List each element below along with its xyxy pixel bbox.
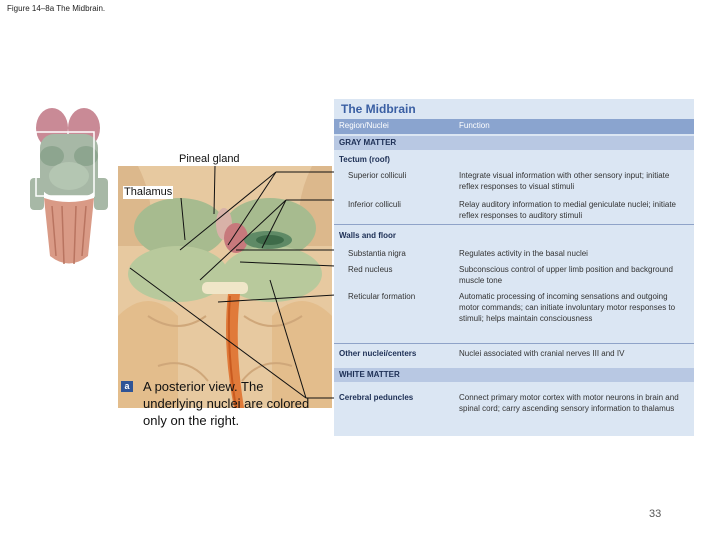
red-nucleus-name: Red nucleus [348, 264, 392, 275]
column-header-region: Region/Nuclei [339, 121, 389, 130]
midbrain-posterior-illustration [118, 166, 332, 408]
cerebral-peduncles-name: Cerebral peduncles [339, 392, 413, 403]
page-number: 33 [649, 508, 661, 520]
red-nucleus-function: Subconscious control of upper limb posit… [459, 264, 689, 286]
midbrain-table: The Midbrain Region/Nuclei Function GRAY… [334, 99, 694, 436]
superior-colliculi-name: Superior colliculi [348, 170, 406, 181]
section-gray-matter: GRAY MATTER [334, 136, 694, 150]
other-nuclei-function: Nuclei associated with cranial nerves II… [459, 348, 689, 359]
figure-caption: Figure 14–8a The Midbrain. [7, 4, 105, 13]
inferior-colliculi-name: Inferior colliculi [348, 199, 401, 210]
reticular-formation-name: Reticular formation [348, 291, 415, 302]
inferior-colliculi-function: Relay auditory information to medial gen… [459, 199, 689, 221]
row-divider [334, 224, 694, 225]
section-white-matter: WHITE MATTER [334, 368, 694, 382]
section-label: WHITE MATTER [339, 370, 400, 379]
view-badge: a [121, 381, 133, 392]
section-label: GRAY MATTER [339, 138, 396, 147]
brainstem-thumbnail [22, 106, 116, 278]
other-nuclei-name: Other nuclei/centers [339, 348, 416, 359]
walls-floor-heading: Walls and floor [339, 230, 396, 241]
thalamus-label: Thalamus [123, 186, 173, 199]
tectum-heading: Tectum (roof) [339, 154, 390, 165]
table-title: The Midbrain [341, 102, 416, 116]
reticular-formation-function: Automatic processing of incoming sensati… [459, 291, 689, 324]
cerebral-peduncles-function: Connect primary motor cortex with motor … [459, 392, 689, 414]
pineal-gland-label: Pineal gland [178, 153, 241, 166]
column-header-function: Function [459, 121, 490, 130]
view-caption: a A posterior view. The underlying nucle… [121, 378, 321, 429]
substantia-nigra-name: Substantia nigra [348, 248, 406, 259]
view-caption-text: A posterior view. The underlying nuclei … [143, 378, 321, 429]
superior-colliculi-function: Integrate visual information with other … [459, 170, 689, 192]
row-divider [334, 343, 694, 344]
table-header: Region/Nuclei Function [334, 119, 694, 134]
substantia-nigra-function: Regulates activity in the basal nuclei [459, 248, 689, 259]
